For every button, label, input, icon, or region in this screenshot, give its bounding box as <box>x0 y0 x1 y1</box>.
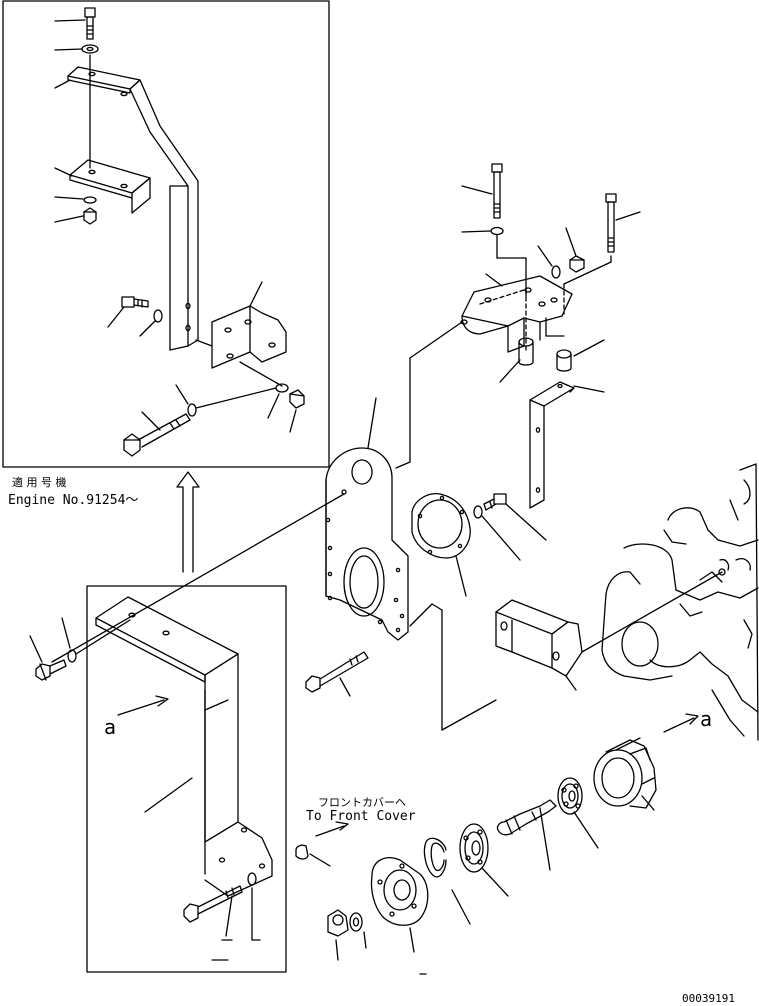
ball-bearing-right <box>557 777 599 849</box>
coupling-nut <box>327 909 349 961</box>
applicable-label-jp: 適 用 号 機 <box>12 475 67 489</box>
top-leader-2b <box>563 261 612 285</box>
ref-label-a-right: a <box>700 707 712 731</box>
inset-long-bolt <box>123 411 191 457</box>
plate-link-5 <box>431 603 443 611</box>
inset-nut-mid <box>54 207 97 225</box>
inset-stud-bolt <box>107 296 149 328</box>
small-stay <box>529 381 605 509</box>
inset-bolt-top <box>54 7 96 40</box>
plate-leader <box>51 493 345 663</box>
inset-leader-washer <box>195 387 277 409</box>
flange-coupling <box>370 857 429 953</box>
inset-leader-bracket <box>195 339 213 347</box>
front-cover-label-en: To Front Cover <box>306 809 416 824</box>
gasket-bolt <box>473 493 547 561</box>
top-nut <box>565 227 585 273</box>
plate-link-3 <box>409 321 463 359</box>
top-washer-2 <box>537 245 561 279</box>
ref-arrow-a-right <box>663 713 699 733</box>
hidden-line-1 <box>479 289 525 305</box>
inset-angle-bracket <box>211 281 287 369</box>
drive-housing <box>593 737 657 811</box>
box-bolt-bottom <box>183 885 243 937</box>
snap-ring <box>423 837 471 925</box>
plate-bolt <box>305 651 369 697</box>
engine-housing <box>601 463 759 741</box>
cover-plug <box>295 844 331 867</box>
inset-leader-bolt <box>239 361 283 387</box>
labels-group: 適 用 号 機 Engine No.91254～ フロントカバーヘ To Fro… <box>8 475 735 1005</box>
ref-label-a-left: a <box>104 715 116 739</box>
engine-number-label: Engine No.91254～ <box>8 493 138 508</box>
coupling-washer <box>349 912 367 949</box>
gasket <box>411 493 471 597</box>
plate-link-7 <box>441 699 497 731</box>
inset-washer-top <box>54 44 99 54</box>
ball-bearing-left <box>459 823 509 897</box>
stay-bracket <box>95 596 273 897</box>
top-bracket <box>460 273 573 353</box>
spacer-2 <box>556 339 605 372</box>
up-arrow <box>176 471 200 573</box>
inset-washer-bottom <box>175 384 197 417</box>
inset-washer-stud <box>139 309 163 337</box>
drive-shaft <box>496 799 557 871</box>
spacer-1 <box>499 337 534 383</box>
top-bolt-2 <box>605 193 641 253</box>
front-cover-label-jp: フロントカバーヘ <box>318 796 406 809</box>
top-washer-1 <box>461 226 504 236</box>
inset-washer-mid <box>54 196 97 204</box>
housing-leader <box>581 571 723 653</box>
front-cover-arrow <box>315 821 349 837</box>
drawing-number: 00039191 <box>682 992 735 1005</box>
inset-lower-bracket <box>54 159 151 214</box>
inset-nut-right <box>289 389 305 433</box>
plate-link-1 <box>395 461 411 469</box>
top-bolt-1 <box>461 163 503 219</box>
support-plate <box>325 397 409 641</box>
box-washer-bottom <box>247 872 257 941</box>
inset-washer-right <box>267 383 289 419</box>
box-leader-washer <box>75 619 131 655</box>
inset-long-bracket <box>54 66 199 351</box>
ref-arrow-a-left <box>117 695 169 716</box>
plate-link-4 <box>409 603 433 627</box>
lower-box-frame <box>86 585 287 973</box>
bearing-bracket <box>495 599 583 691</box>
box-bolt-left <box>29 635 67 681</box>
inset-frame <box>2 0 330 468</box>
